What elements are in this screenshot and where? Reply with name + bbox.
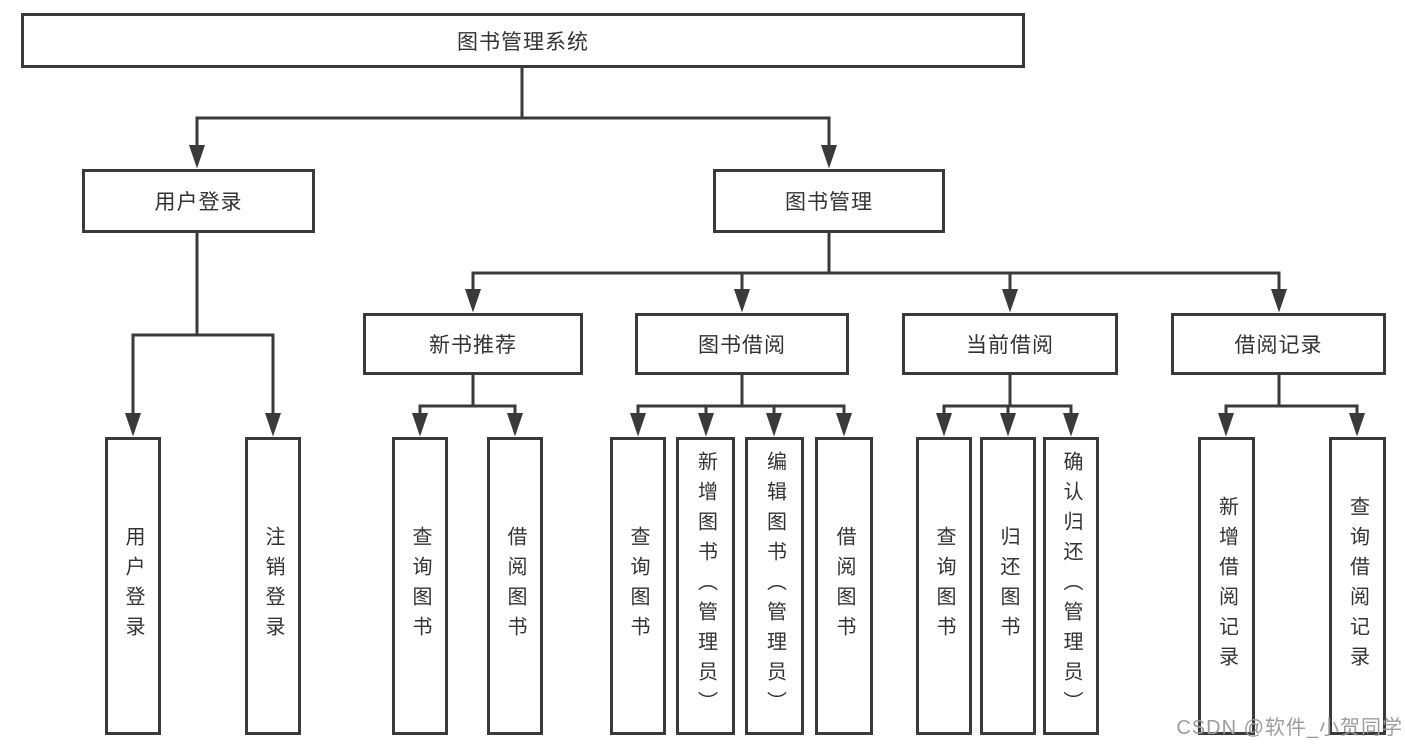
leaf-query-books-borrow: 查询图书 (610, 437, 666, 735)
leaf-label: 编辑图书（管理员） (763, 451, 786, 721)
node-current-borrow: 当前借阅 (902, 313, 1118, 375)
connector-bookborrow-branch (636, 375, 846, 418)
connector-bookmgmt-to-level3 (471, 233, 1281, 294)
node-label: 图书管理 (785, 191, 873, 214)
leaf-label: 借阅图书 (504, 526, 526, 646)
arrowhead-icon (836, 413, 852, 437)
leaf-edit-books-admin: 编辑图书（管理员） (745, 437, 804, 735)
arrowhead-icon (507, 413, 523, 437)
leaf-label: 借阅图书 (833, 526, 855, 646)
arrowheads (125, 145, 1365, 437)
node-root-system: 图书管理系统 (21, 13, 1025, 68)
arrowhead-icon (1218, 413, 1234, 437)
arrowhead-icon (766, 413, 782, 437)
leaf-add-borrow-record: 新增借阅记录 (1198, 437, 1255, 735)
leaf-label: 查询图书 (409, 526, 431, 646)
leaf-logout: 注销登录 (245, 437, 301, 735)
leaf-label: 查询图书 (627, 526, 649, 646)
node-label: 当前借阅 (966, 334, 1054, 357)
leaf-label: 归还图书 (997, 526, 1019, 646)
leaf-query-borrow-record: 查询借阅记录 (1329, 437, 1386, 735)
leaf-label: 查询借阅记录 (1346, 496, 1369, 676)
arrowhead-icon (1349, 413, 1365, 437)
leaf-label: 新增借阅记录 (1215, 496, 1238, 676)
leaf-borrow-books: 借阅图书 (815, 437, 873, 735)
node-book-management: 图书管理 (713, 169, 945, 233)
connector-currentborrow-branch (942, 375, 1073, 418)
arrowhead-icon (1002, 289, 1018, 313)
arrowhead-icon (125, 413, 141, 437)
leaf-return-books: 归还图书 (980, 437, 1036, 735)
node-user-login: 用户登录 (82, 169, 315, 233)
leaf-label: 确认归还（管理员） (1060, 451, 1082, 721)
arrowhead-icon (630, 413, 646, 437)
leaf-label: 用户登录 (122, 526, 144, 646)
leaf-label: 注销登录 (262, 526, 284, 646)
arrowhead-icon (265, 413, 281, 437)
leaf-confirm-return-admin: 确认归还（管理员） (1043, 437, 1099, 735)
node-label: 图书管理系统 (457, 30, 589, 54)
node-label: 借阅记录 (1234, 334, 1323, 357)
leaf-borrow-books-recommend: 借阅图书 (487, 437, 543, 735)
arrowhead-icon (936, 413, 952, 437)
arrowhead-icon (189, 145, 205, 169)
node-label: 用户登录 (154, 191, 243, 214)
arrowhead-icon (1000, 413, 1016, 437)
arrowhead-icon (698, 413, 714, 437)
arrowhead-icon (734, 289, 750, 313)
node-book-borrow: 图书借阅 (635, 313, 849, 375)
node-borrow-records: 借阅记录 (1171, 313, 1386, 375)
arrowhead-icon (412, 413, 428, 437)
connector-newbook-branch (418, 375, 517, 418)
csdn-watermark: CSDN @软件_小贺同学 (1176, 717, 1403, 739)
leaf-label: 查询图书 (933, 526, 955, 646)
leaf-user-login: 用户登录 (105, 437, 161, 735)
node-new-book-recommend: 新书推荐 (363, 313, 583, 375)
leaf-add-books-admin: 新增图书（管理员） (676, 437, 735, 735)
leaf-query-books-current: 查询图书 (916, 437, 972, 735)
leaf-label: 新增图书（管理员） (694, 451, 717, 721)
node-label: 图书借阅 (698, 334, 786, 357)
connector-root-to-level2 (195, 68, 831, 148)
arrowhead-icon (821, 145, 837, 169)
arrowhead-icon (1271, 289, 1287, 313)
connector-records-branch (1224, 375, 1359, 418)
arrowhead-icon (1063, 413, 1079, 437)
arrowhead-icon (465, 289, 481, 313)
node-label: 新书推荐 (429, 334, 517, 357)
leaf-query-books-recommend: 查询图书 (392, 437, 448, 735)
connector-userlogin-to-leaves (131, 233, 275, 416)
